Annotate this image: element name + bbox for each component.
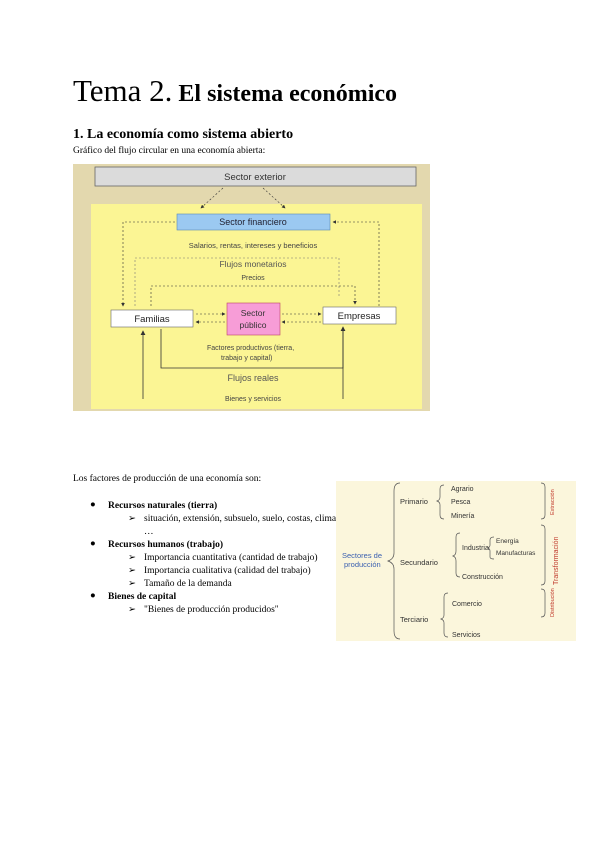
salarios-label: Salarios, rentas, intereses y beneficios xyxy=(189,241,318,250)
section-heading: 1. La economía como sistema abierto xyxy=(73,127,294,142)
factor-sublist: ➢ Importancia cuantitativa (cantidad de t… xyxy=(108,552,340,591)
factors-intro: Los factores de producción de una econom… xyxy=(73,474,262,484)
root-label-2: producción xyxy=(344,560,381,569)
industria-label: Industria xyxy=(462,545,489,552)
root-label-1: Sectores de xyxy=(342,551,382,560)
factor-item: ● Recursos naturales (tierra) ➢ situación… xyxy=(90,500,340,539)
flujos-reales-label: Flujos reales xyxy=(227,373,279,383)
arrow-bullet-icon: ➢ xyxy=(128,553,136,563)
precios-line xyxy=(150,285,357,306)
factor-subitem-text: Tamaño de la demanda xyxy=(144,579,232,589)
secundario-label: Secundario xyxy=(400,558,438,567)
factores-label-1: Factores productivos (tierra, xyxy=(207,345,294,352)
factor-subitem: ➢ Importancia cuantitativa (cantidad de t… xyxy=(108,552,340,565)
sector-financiero-box xyxy=(176,213,331,231)
factor-label: Recursos humanos (trabajo) xyxy=(108,540,224,550)
sector-publico-label-1: Sector xyxy=(241,308,266,318)
factor-subitem-text: "Bienes de producción producidos" xyxy=(144,605,279,615)
pesca-label: Pesca xyxy=(451,499,471,506)
familias-label: Familias xyxy=(134,314,170,325)
factor-subitem: ➢ Importancia cualitativa (calidad del tr… xyxy=(108,565,340,578)
construccion-label: Construcción xyxy=(462,574,503,581)
sector-exterior-box xyxy=(94,166,417,187)
arrow-exterior-out xyxy=(262,187,286,209)
precios-label: Precios xyxy=(241,275,265,282)
extraccion-bracket xyxy=(540,482,546,520)
flujo-monetario-line xyxy=(134,257,340,306)
arrow-bullet-icon: ➢ xyxy=(128,566,136,576)
familias-box xyxy=(110,309,194,328)
arrow-bullet-icon: ➢ xyxy=(128,605,136,615)
primario-label: Primario xyxy=(400,497,428,506)
arrow-fin-familias xyxy=(121,221,175,307)
factor-subitem-text: Importancia cualitativa (calidad del tra… xyxy=(144,566,311,576)
factor-subitem-text: Importancia cuantitativa (cantidad de tr… xyxy=(144,553,318,563)
production-sectors-diagram: Sectores de producción Primario Agrario … xyxy=(336,481,576,641)
factor-subitem: ➢ Tamaño de la demanda xyxy=(108,578,340,591)
terciario-brace xyxy=(439,592,449,638)
arrow-bullet-icon: ➢ xyxy=(128,579,136,589)
agrario-label: Agrario xyxy=(451,486,474,493)
factor-label: Recursos naturales (tierra) xyxy=(108,501,218,511)
title-number: Tema 2. xyxy=(73,73,173,108)
factor-sublist: ➢ "Bienes de producción producidos" xyxy=(108,604,340,617)
distribucion-label: Distribución xyxy=(550,588,556,617)
factores-label-2: trabajo y capital) xyxy=(221,355,272,362)
servicios-label: Servicios xyxy=(452,632,481,639)
factor-label: Bienes de capital xyxy=(108,592,177,602)
circular-flow-diagram: Sector exterior Sector financiero Salari… xyxy=(73,164,430,411)
energia-label: Energía xyxy=(496,538,519,545)
transformacion-label: Transformación xyxy=(553,537,560,585)
industria-brace xyxy=(487,536,495,560)
empresas-label: Empresas xyxy=(338,311,381,322)
factor-sublist: ➢ situación, extensión, subsuelo, suelo, … xyxy=(108,513,340,539)
sector-financiero-label: Sector financiero xyxy=(219,217,287,227)
main-brace xyxy=(386,482,401,640)
factors-list: ● Recursos naturales (tierra) ➢ situación… xyxy=(90,500,340,617)
mineria-label: Minería xyxy=(451,513,474,520)
factor-subitem-text: situación, extensión, subsuelo, suelo, c… xyxy=(144,514,339,537)
figure-caption: Gráfico del flujo circular en una econom… xyxy=(73,146,266,156)
distribucion-bracket xyxy=(540,588,546,618)
bullet-icon: ● xyxy=(90,500,96,510)
secundario-brace xyxy=(451,532,461,578)
factor-subitem: ➢ situación, extensión, subsuelo, suelo, … xyxy=(108,513,340,539)
bienes-label: Bienes y servicios xyxy=(225,396,282,403)
arrow-empresas-fin xyxy=(332,220,380,306)
manufacturas-label: Manufacturas xyxy=(496,550,536,557)
factor-item: ● Recursos humanos (trabajo) ➢ Importanci… xyxy=(90,539,340,591)
empresas-box xyxy=(322,306,397,325)
factor-item: ● Bienes de capital ➢ "Bienes de producci… xyxy=(90,591,340,617)
transformacion-bracket xyxy=(540,524,546,586)
flujos-monetarios-label: Flujos monetarios xyxy=(219,259,286,269)
terciario-label: Terciario xyxy=(400,615,428,624)
bullet-icon: ● xyxy=(90,539,96,549)
title-text: El sistema económico xyxy=(178,81,398,107)
sector-publico-box xyxy=(226,302,281,336)
sector-publico-label-2: público xyxy=(240,320,267,330)
primario-brace xyxy=(435,484,445,520)
sector-exterior-label: Sector exterior xyxy=(224,172,286,183)
arrow-exterior-in xyxy=(200,187,224,209)
factor-subitem: ➢ "Bienes de producción producidos" xyxy=(108,604,340,617)
bullet-icon: ● xyxy=(90,591,96,601)
extraccion-label: Extracción xyxy=(550,489,556,515)
page-title: Tema 2.El sistema económico xyxy=(73,72,397,109)
comercio-label: Comercio xyxy=(452,601,482,608)
arrow-bullet-icon: ➢ xyxy=(128,514,136,524)
